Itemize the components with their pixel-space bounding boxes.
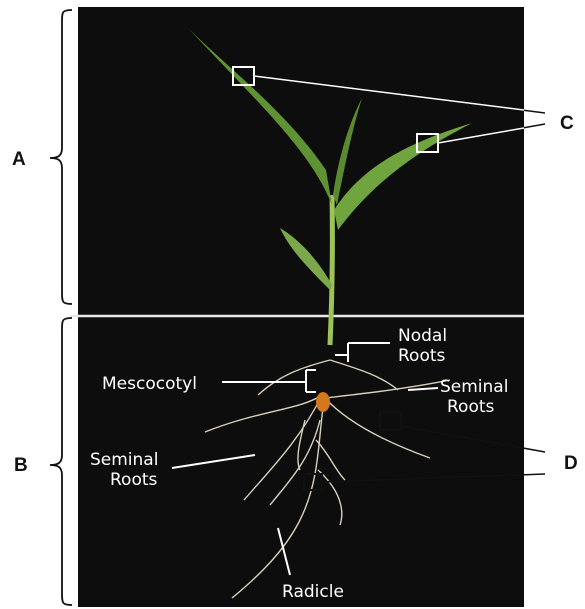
label-mescocotyl: Mescocotyl [102, 374, 197, 394]
seed-kernel [316, 392, 330, 412]
label-seminal-right-line2: Roots [447, 397, 495, 417]
label-b: B [14, 455, 28, 476]
label-seminal-left-line1: Seminal [90, 450, 158, 470]
brace-b [50, 318, 72, 605]
brace-a [50, 10, 72, 304]
label-c: C [560, 113, 574, 134]
label-nodal-roots-line1: Nodal [398, 326, 447, 346]
label-d: D [564, 453, 578, 474]
label-nodal-roots-line2: Roots [398, 346, 446, 366]
label-seminal-right-line1: Seminal [440, 377, 508, 397]
stem [330, 195, 332, 345]
label-seminal-left-line2: Roots [110, 470, 158, 490]
label-a: A [12, 149, 26, 170]
label-radicle: Radicle [282, 582, 344, 602]
